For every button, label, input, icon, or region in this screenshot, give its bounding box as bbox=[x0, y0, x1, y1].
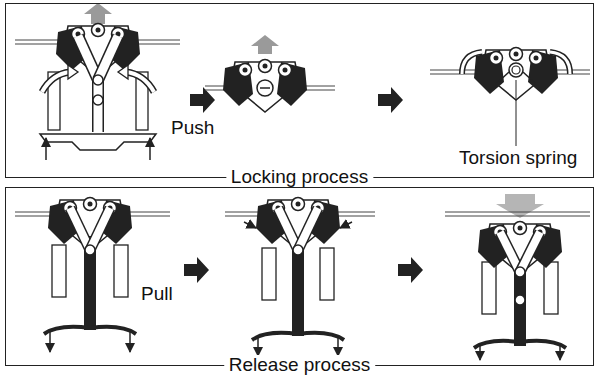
illustration-part bbox=[520, 232, 540, 272]
panel-heading: Locking process bbox=[226, 167, 373, 187]
illustration-part bbox=[298, 208, 318, 250]
illustration-part bbox=[244, 222, 256, 228]
illustration-part bbox=[126, 72, 154, 92]
illustration-part bbox=[90, 208, 110, 250]
illustration-part bbox=[559, 344, 561, 360]
illustration-part bbox=[479, 344, 481, 360]
illustration-part bbox=[84, 236, 96, 330]
step-arrow bbox=[184, 257, 209, 283]
illustration-part bbox=[129, 330, 131, 352]
panel-heading: Release process bbox=[224, 355, 376, 375]
illustration-part bbox=[68, 65, 78, 79]
illustration-part bbox=[298, 208, 318, 250]
illustration-part bbox=[92, 80, 104, 132]
stage-locking-1 bbox=[15, 3, 180, 160]
illustration-part bbox=[42, 72, 70, 92]
part-label: Pull bbox=[140, 284, 174, 304]
stage-release-3 bbox=[445, 194, 590, 360]
illustration-part bbox=[149, 138, 151, 160]
illustration-part bbox=[257, 336, 259, 356]
illustration-part bbox=[550, 52, 570, 74]
illustration-part bbox=[514, 262, 526, 346]
illustration-part bbox=[98, 36, 118, 80]
illustration-part bbox=[544, 262, 558, 314]
illustration-part bbox=[516, 80, 517, 146]
illustration-part bbox=[520, 232, 540, 272]
part-label: Push bbox=[170, 118, 215, 138]
step-arrow bbox=[190, 87, 215, 113]
step-arrow bbox=[398, 257, 423, 283]
illustration-part bbox=[512, 66, 520, 74]
illustration-part bbox=[482, 262, 496, 314]
illustration-part bbox=[118, 65, 128, 79]
illustration-part bbox=[44, 327, 136, 334]
illustration-part bbox=[515, 267, 525, 277]
stage-locking-3 bbox=[430, 48, 590, 147]
illustration-part bbox=[93, 95, 103, 105]
illustration-part bbox=[474, 341, 566, 348]
illustration-part bbox=[340, 222, 352, 228]
illustration-part bbox=[114, 245, 128, 297]
illustration-part bbox=[257, 80, 273, 96]
illustration-part bbox=[40, 134, 156, 150]
illustration-part bbox=[223, 60, 307, 113]
illustration-part bbox=[337, 336, 339, 356]
stage-locking-2 bbox=[205, 35, 335, 112]
illustration-part bbox=[252, 333, 344, 340]
part-label: Torsion spring bbox=[458, 148, 578, 168]
illustration-part bbox=[90, 208, 110, 250]
process-panel: Release process bbox=[5, 187, 594, 366]
illustration-part bbox=[293, 245, 303, 255]
illustration-part bbox=[262, 248, 276, 300]
illustration-part bbox=[292, 238, 304, 336]
illustration-part bbox=[98, 36, 118, 80]
illustration-part bbox=[93, 75, 103, 85]
illustration-part bbox=[515, 295, 525, 305]
illustration-part bbox=[462, 52, 482, 74]
illustration-part bbox=[251, 35, 279, 54]
illustration-part bbox=[42, 72, 70, 92]
illustration-part bbox=[49, 330, 51, 352]
illustration-part bbox=[126, 72, 154, 92]
illustration-part bbox=[550, 52, 570, 74]
illustration-part bbox=[256, 198, 340, 251]
stage-release-1 bbox=[15, 198, 170, 353]
illustration-part bbox=[496, 194, 544, 218]
illustration-part bbox=[445, 212, 590, 213]
illustration-part bbox=[478, 222, 562, 275]
step-arrow bbox=[378, 87, 403, 113]
stage-release-2 bbox=[225, 198, 375, 357]
illustration-part bbox=[94, 80, 103, 132]
illustration-part bbox=[84, 3, 112, 24]
illustration-part bbox=[445, 216, 590, 217]
illustration-part bbox=[462, 52, 482, 74]
illustration-part bbox=[52, 245, 66, 297]
illustration-part bbox=[48, 198, 132, 251]
illustration-part bbox=[509, 63, 523, 77]
illustration-part bbox=[260, 87, 270, 89]
illustration-part bbox=[45, 138, 47, 160]
illustration-part bbox=[85, 245, 95, 255]
illustration-part bbox=[320, 248, 334, 300]
